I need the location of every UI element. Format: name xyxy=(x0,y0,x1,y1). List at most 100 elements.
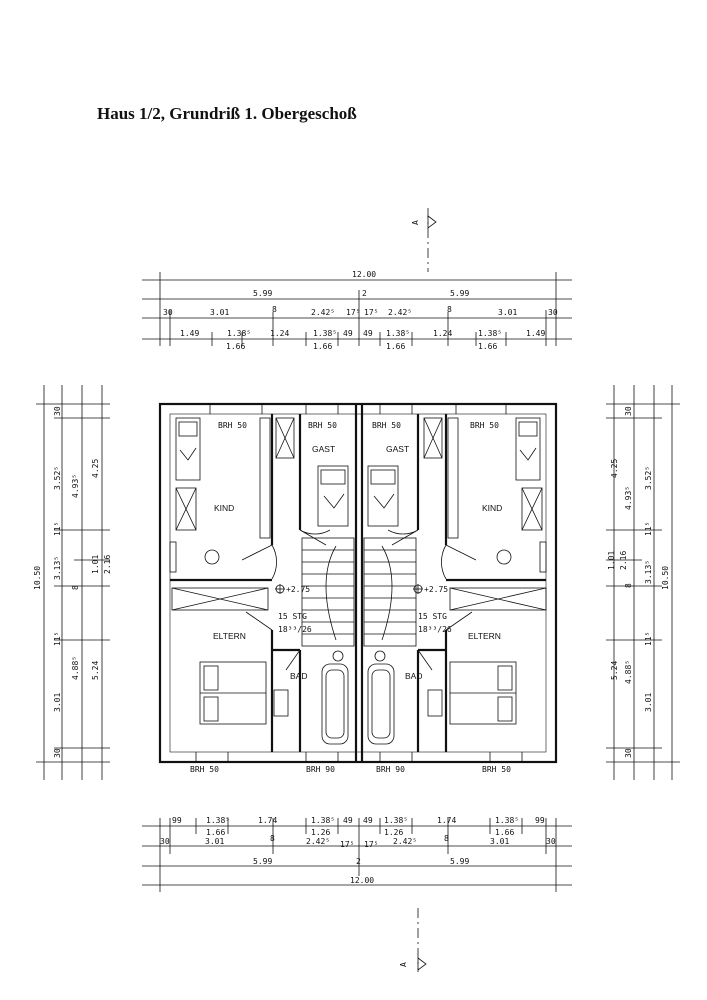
brh-label-5: BRH 50 xyxy=(190,765,219,774)
doors xyxy=(241,529,477,671)
dim-bot-r2-8: 3.01 xyxy=(490,837,509,846)
dim-top-r4-9: 1.49 xyxy=(526,329,545,338)
dim-top-r3-1: 3.01 xyxy=(210,308,229,317)
dim-bot-r2-0: 30 xyxy=(160,837,170,846)
dim-right-i2: 2.16 xyxy=(619,551,628,570)
windows xyxy=(195,404,523,762)
dim-right-m5: 8 xyxy=(624,583,633,588)
dim-top-r4-6: 1.38⁵ xyxy=(386,329,410,338)
dim-top-r4-7: 1.24 xyxy=(433,329,452,338)
dim-right-m8: 3.01 xyxy=(644,693,653,712)
dim-bot-r1b-0: 1.66 xyxy=(206,828,225,837)
dim-right-i0: 4.25 xyxy=(610,459,619,478)
dim-bot-r1-6: 1.38⁵ xyxy=(384,816,408,825)
dim-top-r3-2: 8 xyxy=(272,305,277,314)
dim-top-r3-4: 17⁵ xyxy=(346,308,360,317)
dim-bot-r1-7: 1.74 xyxy=(437,816,456,825)
section-marker-top: A xyxy=(411,208,437,272)
annotations: BRH 50 BRH 50 BRH 50 BRH 50 BRH 50 BRH 9… xyxy=(190,421,511,774)
dim-bot-r1-2: 1.74 xyxy=(258,816,277,825)
dim-top-r3-3: 2.42⁵ xyxy=(311,308,335,317)
dimension-chain-bottom: 99 1.38⁵ 1.74 1.38⁵ 49 49 1.38⁵ 1.74 1.3… xyxy=(142,816,572,892)
dim-top-half-right: 5.99 xyxy=(450,289,469,298)
dim-top-r3-7: 8 xyxy=(447,305,452,314)
dim-bot-r1-8: 1.38⁵ xyxy=(495,816,519,825)
dim-left-outer: 10.50 xyxy=(33,566,42,590)
dim-top-r4-0: 1.49 xyxy=(180,329,199,338)
dimension-chain-right: 10.50 30 3.52⁵ 4.93⁵ 11⁵ 3.13⁵ 8 11⁵ 4.8… xyxy=(606,385,680,780)
level-mark-left: +2.75 xyxy=(286,585,310,594)
dim-top-half-left: 5.99 xyxy=(253,289,272,298)
dim-left-i1: 1.01 xyxy=(91,555,100,574)
dim-left-m7: 4.88⁵ xyxy=(71,656,80,680)
level-mark-right: +2.75 xyxy=(424,585,448,594)
room-label-eltern-right: ELTERN xyxy=(468,631,501,641)
dim-bot-r1-4: 49 xyxy=(343,816,353,825)
dim-bot-r1-9: 99 xyxy=(535,816,545,825)
dim-top-r4-5: 49 xyxy=(363,329,373,338)
dim-left-m5: 8 xyxy=(71,585,80,590)
brh-label-6: BRH 90 xyxy=(306,765,335,774)
dim-left-m2: 4.93⁵ xyxy=(71,474,80,498)
dim-bot-half-left: 5.99 xyxy=(253,857,272,866)
dim-top-mid: 2 xyxy=(362,289,367,298)
dim-left-m9: 30 xyxy=(53,748,62,758)
stairs-ratio-right: 18³³/26 xyxy=(418,625,452,634)
dim-top-r3-0: 30 xyxy=(163,308,173,317)
dim-right-m6: 11⁵ xyxy=(644,632,653,646)
room-label-bad-right: BAD xyxy=(405,671,422,681)
dim-bot-r2-6: 2.42⁵ xyxy=(393,837,417,846)
dim-bot-r2-1: 3.01 xyxy=(205,837,224,846)
brh-label-4: BRH 50 xyxy=(470,421,499,430)
section-marker-bottom: A xyxy=(399,908,427,972)
dim-top-r3-8: 3.01 xyxy=(498,308,517,317)
dim-bot-r1b-1: 1.26 xyxy=(311,828,330,837)
staircases xyxy=(301,537,417,647)
dim-bot-total: 12.00 xyxy=(350,876,374,885)
dim-bot-r1-1: 1.38⁵ xyxy=(206,816,230,825)
dim-left-m3: 11⁵ xyxy=(53,522,62,536)
dim-left-m0: 30 xyxy=(53,406,62,416)
dim-top-r4-8: 1.38⁵ xyxy=(478,329,502,338)
dim-top-r4-2: 1.24 xyxy=(270,329,289,338)
dim-top-total: 12.00 xyxy=(352,270,376,279)
stairs-ratio-left: 18³³/26 xyxy=(278,625,312,634)
brh-label-1: BRH 50 xyxy=(218,421,247,430)
dim-left-i0: 4.25 xyxy=(91,459,100,478)
brh-label-2: BRH 50 xyxy=(308,421,337,430)
dim-top-r4b-2: 1.66 xyxy=(386,342,405,351)
dim-right-m1: 3.52⁵ xyxy=(644,466,653,490)
room-label-kind-right: KIND xyxy=(482,503,502,513)
dim-right-m2: 4.93⁵ xyxy=(624,486,633,510)
dim-top-r4b-1: 1.66 xyxy=(313,342,332,351)
dim-bot-r2-9: 30 xyxy=(546,837,556,846)
dim-bot-r2-5: 17⁵ xyxy=(364,840,378,849)
dim-left-m6: 11⁵ xyxy=(53,632,62,646)
dim-left-m8: 3.01 xyxy=(53,693,62,712)
room-label-gast-right: GAST xyxy=(386,444,409,454)
brh-label-8: BRH 50 xyxy=(482,765,511,774)
page-title: Haus 1/2, Grundriß 1. Obergeschoß xyxy=(97,104,357,123)
dim-bot-r1-3: 1.38⁵ xyxy=(311,816,335,825)
dim-top-r3-9: 30 xyxy=(548,308,558,317)
stairs-label-right: 15 STG xyxy=(418,612,447,621)
dim-top-r4b-3: 1.66 xyxy=(478,342,497,351)
dim-bot-r1b-2: 1.26 xyxy=(384,828,403,837)
room-labels: KIND GAST ELTERN BAD KIND GAST ELTERN BA… xyxy=(213,444,502,681)
dim-right-m0: 30 xyxy=(624,406,633,416)
building-outline xyxy=(158,402,558,764)
dim-right-m3: 11⁵ xyxy=(644,522,653,536)
section-label-top: A xyxy=(411,220,420,225)
dim-left-i3: 5.24 xyxy=(91,661,100,680)
dim-right-m4: 3.13⁵ xyxy=(644,560,653,584)
dim-bot-r2-7: 8 xyxy=(444,834,449,843)
dim-right-m7: 4.88⁵ xyxy=(624,660,633,684)
brh-label-3: BRH 50 xyxy=(372,421,401,430)
dim-top-r4b-0: 1.66 xyxy=(226,342,245,351)
dim-right-i1: 1.01 xyxy=(607,551,616,570)
dim-left-i2: 2.16 xyxy=(103,555,112,574)
dim-bot-r1-0: 99 xyxy=(172,816,182,825)
dim-top-r3-6: 2.42⁵ xyxy=(388,308,412,317)
dim-top-r4-3: 1.38⁵ xyxy=(313,329,337,338)
